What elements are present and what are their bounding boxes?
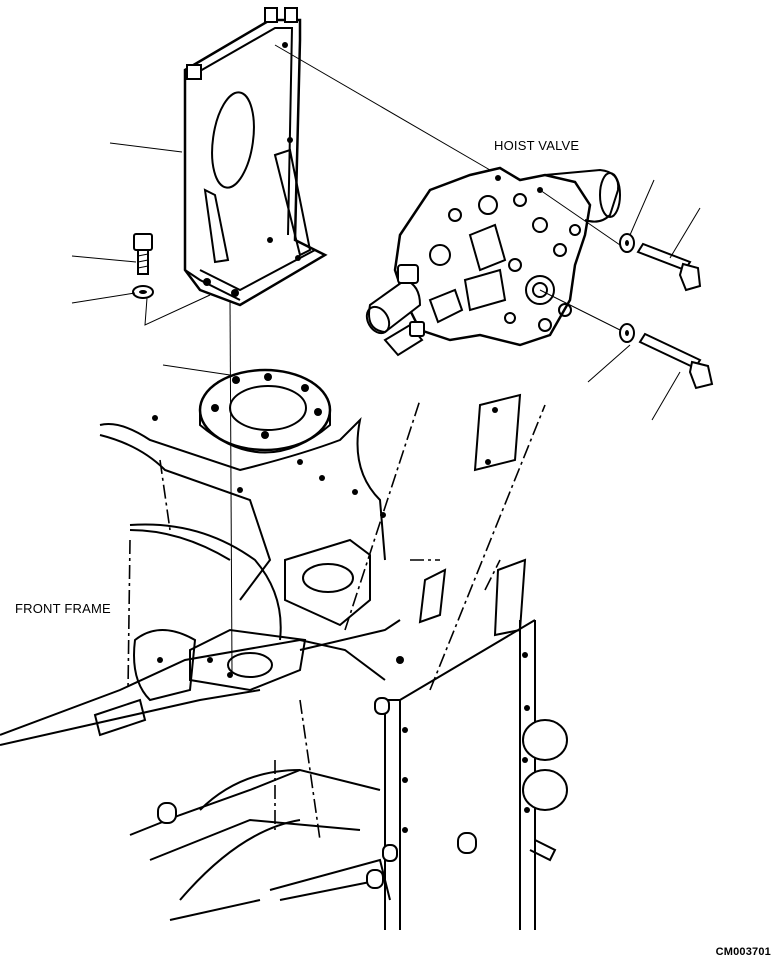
washer-lower-right: [619, 323, 635, 343]
washer-upper-right: [619, 233, 635, 253]
leader-lines-right: [274, 44, 701, 421]
bolt-lower-right: [638, 332, 714, 390]
mounting-bracket: [183, 7, 328, 307]
spacer-plate: [198, 368, 332, 454]
phantom-lines: [127, 399, 546, 841]
front-frame: [0, 393, 568, 930]
hoist-valve: [365, 166, 621, 357]
drawing-code: CM003701: [715, 946, 771, 958]
leader-lines-left: [71, 142, 231, 376]
hoist-valve-label: HOIST VALVE: [494, 138, 580, 153]
bolt-left: [133, 233, 153, 275]
bolt-upper-right: [636, 242, 702, 292]
washer-left: [132, 285, 154, 299]
alignment-line: [229, 299, 233, 673]
front-frame-label: FRONT FRAME: [15, 601, 111, 616]
